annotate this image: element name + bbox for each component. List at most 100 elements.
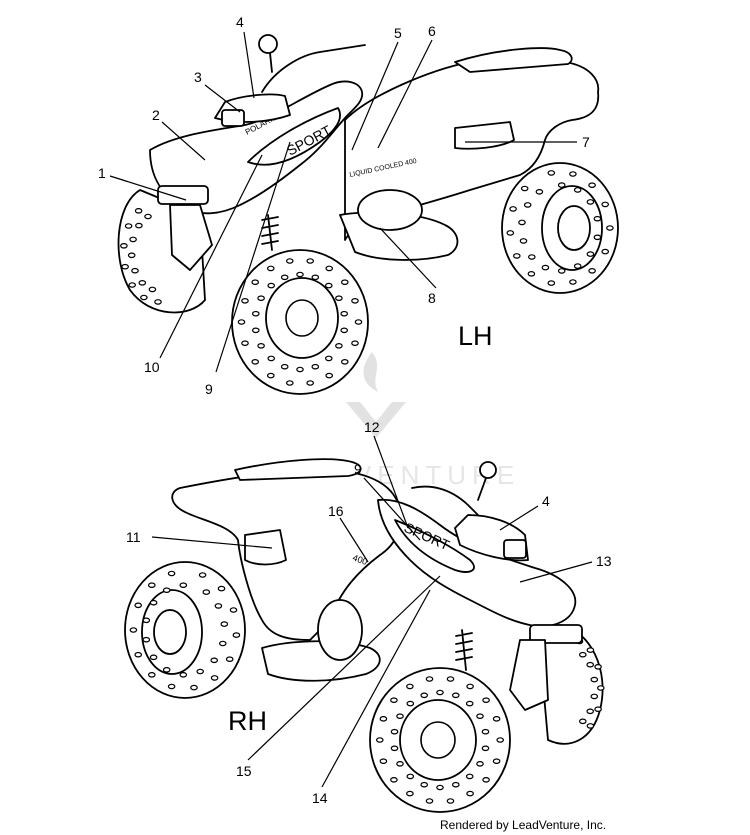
tread-knob (606, 225, 614, 231)
tread-knob (590, 693, 599, 700)
callout-11: 11 (126, 529, 141, 545)
tread-knob (420, 781, 429, 788)
lh-leaders (109, 31, 577, 373)
tread-knob (148, 671, 156, 678)
tread-knob (138, 279, 147, 286)
tread-knob (232, 632, 241, 638)
tread-knob (596, 685, 605, 691)
lh-front-bumper (157, 185, 209, 205)
tread-knob (586, 661, 595, 668)
lh-handlebar (261, 44, 366, 93)
tread-knob (351, 297, 359, 304)
tread-knob (390, 728, 399, 735)
rh-callouts: 11 12 9 4 16 13 15 14 (126, 419, 612, 806)
tread-knob (285, 380, 294, 386)
tread-knob (154, 299, 162, 305)
tread-knob (573, 187, 582, 193)
tread-knob (190, 684, 198, 691)
tread-knob (266, 372, 275, 379)
tread-knob (379, 758, 388, 765)
tread-knob (406, 700, 415, 707)
tread-knob (509, 206, 517, 212)
tread-knob (590, 676, 599, 683)
tread-knob (476, 760, 484, 767)
tread-knob (547, 170, 556, 176)
tread-knob (148, 286, 157, 293)
tread-knob (573, 263, 582, 269)
tread-knob (420, 692, 429, 699)
rh-rear-tire (124, 561, 246, 699)
tread-knob (425, 798, 434, 804)
tread-knob (142, 636, 151, 643)
tread-knob (466, 683, 474, 690)
tread-knob (210, 657, 219, 664)
lh-callouts: 1 2 3 4 5 6 7 8 9 10 (98, 14, 590, 397)
rh-view: SPORT POLARIS 400 (124, 419, 612, 813)
rh-front-far-tire (539, 624, 605, 745)
tread-knob (142, 617, 151, 624)
tread-knob (527, 254, 536, 260)
tread-knob (519, 238, 528, 244)
tread-knob (131, 267, 139, 274)
tread-knob (219, 640, 227, 647)
tread-knob (214, 603, 223, 609)
tread-knob (311, 363, 320, 370)
tread-knob (476, 713, 484, 720)
tread-knob (520, 185, 529, 192)
rh-engine-cover (317, 599, 363, 661)
tread-knob (340, 310, 349, 317)
tread-knob (425, 676, 434, 682)
tread-knob (179, 671, 188, 678)
tread-knob (324, 355, 333, 362)
tread-knob (594, 706, 602, 713)
rh-side-label: RH (228, 706, 267, 736)
tread-knob (285, 258, 294, 264)
tread-knob (535, 189, 544, 195)
rh-mirror (479, 461, 497, 479)
tread-knob (210, 675, 219, 681)
tread-knob (482, 697, 490, 704)
callout-2: 2 (152, 107, 160, 123)
callout-13: 13 (596, 553, 612, 569)
tread-knob (375, 737, 384, 743)
rh-handlebar (411, 485, 479, 516)
tread-knob (340, 358, 349, 365)
tread-knob (128, 282, 137, 288)
rh-leaders (151, 435, 593, 788)
tread-knob (586, 199, 595, 205)
tread-knob (593, 234, 602, 241)
callout-12: 12 (364, 419, 380, 435)
tread-knob (496, 737, 505, 743)
tread-knob (162, 587, 171, 594)
tread-knob (325, 372, 334, 379)
tread-knob (586, 708, 595, 715)
tread-knob (446, 676, 455, 682)
tread-knob (266, 265, 275, 272)
tread-knob (202, 589, 211, 595)
callout-15: 15 (236, 763, 252, 779)
tread-knob (241, 340, 249, 347)
tread-knob (601, 201, 610, 208)
lh-headlight (221, 109, 245, 127)
tread-knob (241, 297, 249, 304)
tread-knob (311, 274, 320, 281)
rh-front-near-tire (369, 667, 511, 813)
tread-knob (149, 599, 158, 606)
callout-4: 4 (236, 14, 244, 30)
tread-knob (134, 602, 143, 609)
tread-knob (120, 243, 128, 249)
tread-knob (325, 265, 334, 272)
tread-knob (578, 651, 587, 658)
tread-knob (481, 745, 490, 752)
lh-front-near-tire (231, 249, 369, 395)
tread-knob (547, 280, 556, 286)
tread-knob (586, 723, 595, 729)
tread-knob (280, 274, 289, 281)
tread-knob (557, 182, 566, 188)
tread-knob (127, 252, 136, 259)
tread-knob (523, 202, 532, 208)
tread-knob (588, 267, 596, 274)
tread-knob (396, 713, 404, 720)
tread-knob (557, 268, 566, 274)
lh-mirror-stem (269, 52, 273, 73)
